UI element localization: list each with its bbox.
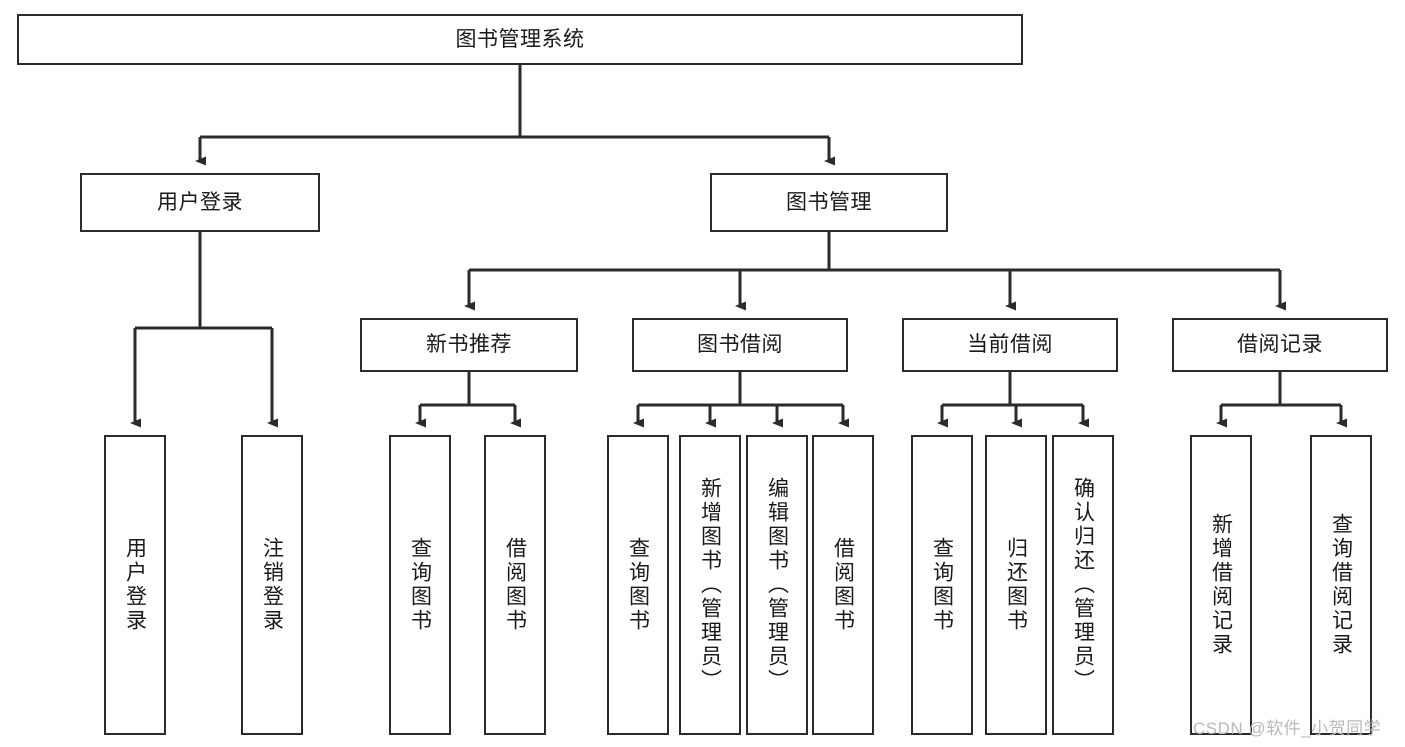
node-current[interactable]: 当前借阅 [902, 318, 1118, 372]
node-leaf-cur-1[interactable]: 查询图书 [911, 435, 973, 735]
node-label: 新书推荐 [426, 333, 512, 357]
node-label: 当前借阅 [967, 333, 1053, 357]
node-login[interactable]: 用户登录 [80, 173, 320, 232]
node-label: 新增图书（管理员） [698, 477, 722, 693]
node-leaf-bor-2[interactable]: 新增图书（管理员） [679, 435, 741, 735]
node-label: 归还图书 [1004, 537, 1028, 633]
node-label: 图书借阅 [697, 333, 783, 357]
node-leaf-new-2[interactable]: 借阅图书 [484, 435, 546, 735]
node-label: 查询借阅记录 [1329, 513, 1353, 657]
node-leaf-login-2[interactable]: 注销登录 [241, 435, 303, 735]
node-label: 借阅图书 [503, 537, 527, 633]
node-label: 图书管理 [786, 190, 872, 214]
csdn-watermark: CSDN @软件_小贺同学 [1193, 719, 1382, 738]
node-label: 注销登录 [260, 537, 284, 633]
node-label: 查询图书 [408, 537, 432, 633]
node-borrow[interactable]: 图书借阅 [632, 318, 848, 372]
node-leaf-rec-2[interactable]: 查询借阅记录 [1310, 435, 1372, 735]
node-label: 用户登录 [157, 190, 243, 214]
node-label: 用户登录 [123, 537, 147, 633]
node-root[interactable]: 图书管理系统 [17, 14, 1023, 65]
node-leaf-cur-3[interactable]: 确认归还（管理员） [1052, 435, 1114, 735]
node-label: 新增借阅记录 [1209, 513, 1233, 657]
node-label: 借阅记录 [1237, 333, 1323, 357]
node-leaf-bor-1[interactable]: 查询图书 [607, 435, 669, 735]
node-label: 查询图书 [930, 537, 954, 633]
node-leaf-rec-1[interactable]: 新增借阅记录 [1190, 435, 1252, 735]
node-leaf-new-1[interactable]: 查询图书 [389, 435, 451, 735]
node-label: 编辑图书（管理员） [765, 477, 789, 693]
node-records[interactable]: 借阅记录 [1172, 318, 1388, 372]
node-label: 确认归还（管理员） [1071, 477, 1095, 693]
node-label: 图书管理系统 [455, 27, 585, 51]
node-leaf-login-1[interactable]: 用户登录 [104, 435, 166, 735]
node-newbook[interactable]: 新书推荐 [360, 318, 578, 372]
node-bookmgmt[interactable]: 图书管理 [710, 173, 948, 232]
node-leaf-bor-4[interactable]: 借阅图书 [812, 435, 874, 735]
node-leaf-bor-3[interactable]: 编辑图书（管理员） [746, 435, 808, 735]
node-label: 借阅图书 [831, 537, 855, 633]
node-label: 查询图书 [626, 537, 650, 633]
node-leaf-cur-2[interactable]: 归还图书 [985, 435, 1047, 735]
